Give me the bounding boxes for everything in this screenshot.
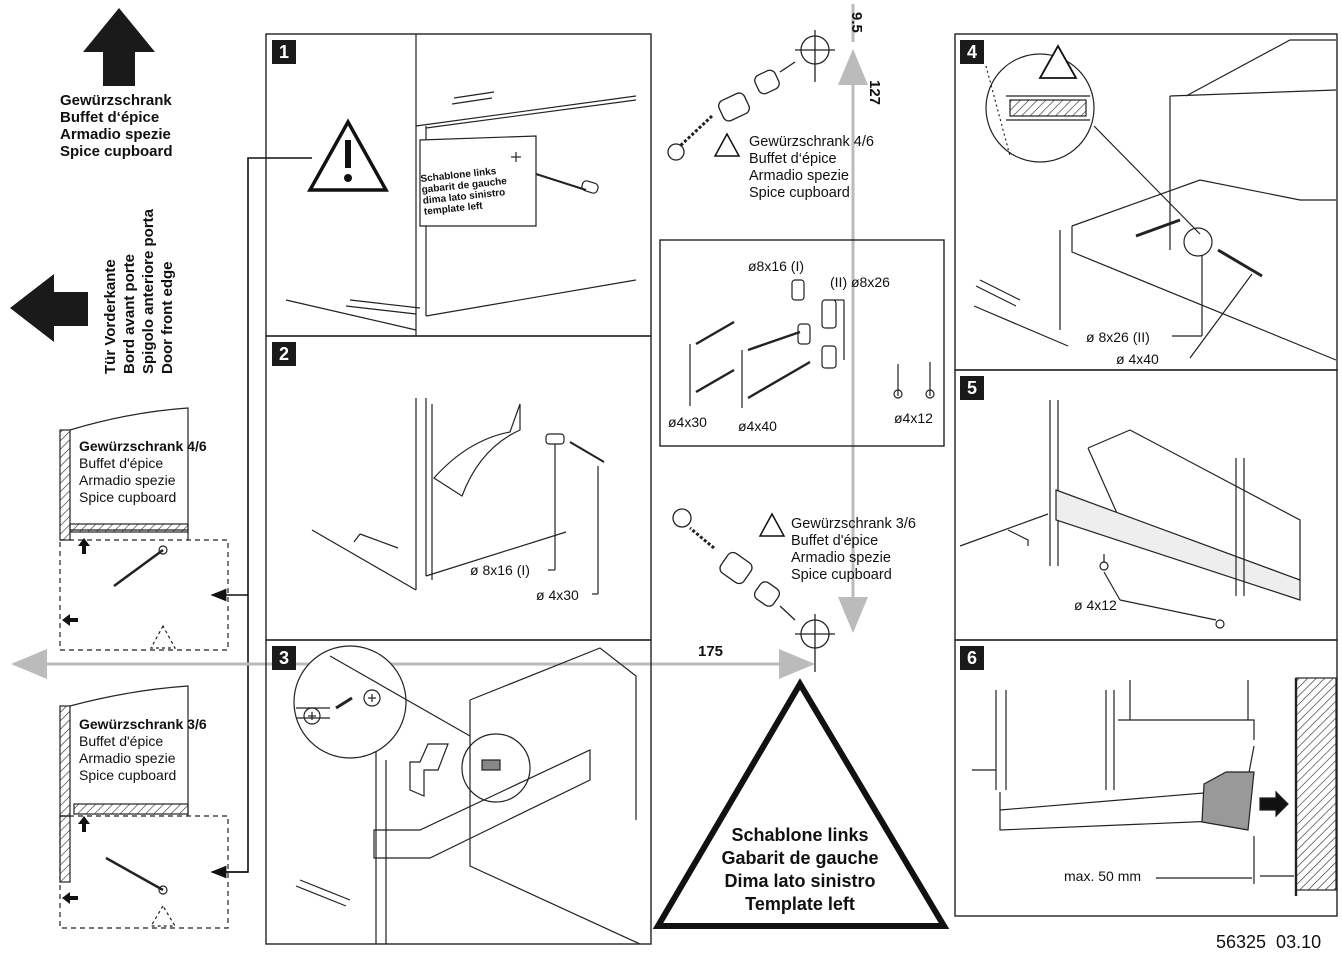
top-label-de: Gewürzschrank — [60, 92, 172, 109]
dim-175: 175 — [698, 643, 724, 660]
step2-drawing — [311, 398, 605, 595]
step6-drawing — [972, 677, 1337, 896]
step1-template-label: Schablone links gabarit de gauche dima l… — [420, 165, 510, 218]
ct-en: Spice cupboard — [749, 185, 850, 201]
step-badge-6: 6 — [960, 646, 984, 670]
step4-drawing — [973, 39, 1337, 361]
center-bottom-fixings — [672, 508, 835, 672]
left-box-3-6 — [59, 685, 229, 929]
part-screw-4x12: ø4x12 — [894, 410, 933, 426]
document-code: 56325 03.10 — [1216, 932, 1322, 952]
left-arrow-icon — [10, 274, 88, 342]
bt-it: Dima lato sinistro — [724, 871, 876, 891]
box46-it: Armadio spezie — [79, 472, 176, 488]
box46-title: Gewürzschrank 4/6 — [79, 438, 207, 454]
top-arrow-label: Gewürzschrank Buffet d‘épice Armadio spe… — [60, 92, 173, 160]
warning-small-icon-2 — [758, 512, 786, 537]
cb-en: Spice cupboard — [791, 567, 892, 583]
step-badge-3: 3 — [272, 646, 296, 670]
bt-en: Template left — [745, 894, 855, 914]
warning-small-icon-3 — [1038, 44, 1078, 79]
box36-title: Gewürzschrank 3/6 — [79, 716, 207, 732]
box36-en: Spice cupboard — [79, 767, 177, 783]
dim-9-5: 9.5 — [848, 12, 865, 33]
panel-5 — [954, 369, 1338, 641]
left-box-3-6-label: Gewürzschrank 3/6 Buffet d'épice Armadio… — [79, 716, 207, 784]
panel-6 — [954, 639, 1338, 917]
step2-screw-label: ø 4x30 — [536, 587, 579, 603]
warning-small-icon-1 — [713, 132, 741, 157]
step-badge-2: 2 — [272, 342, 296, 366]
parts-box — [659, 239, 945, 447]
step1-drawing — [285, 34, 637, 336]
step5-drawing — [959, 400, 1301, 629]
ct-it: Armadio spezie — [749, 168, 849, 184]
small-arrows — [62, 538, 90, 904]
door-edge-label-fr: Bord avant porte — [121, 253, 138, 374]
cb-it: Armadio spezie — [791, 550, 891, 566]
cb-fr: Buffet d'épice — [791, 533, 879, 549]
top-label-en: Spice cupboard — [60, 143, 173, 160]
part-screw-4x30: ø4x30 — [668, 414, 707, 430]
part-dowel-8x16: ø8x16 (I) — [748, 258, 805, 274]
ct-de: Gewürzschrank 4/6 — [749, 134, 874, 150]
cb-de: Gewürzschrank 3/6 — [791, 516, 916, 532]
left-box-4-6-label: Gewürzschrank 4/6 Buffet d'épice Armadio… — [79, 438, 207, 506]
box46-fr: Buffet d'épice — [79, 455, 164, 471]
step4-dowel-label: ø 8x26 (II) — [1086, 329, 1150, 345]
bt-fr: Gabarit de gauche — [721, 848, 879, 868]
center-bottom-label: Gewürzschrank 3/6 Buffet d'épice Armadio… — [791, 516, 916, 584]
step3-drawing — [293, 645, 641, 945]
door-edge-label-de: Tür Vorderkante — [102, 259, 119, 374]
step6-max-label: max. 50 mm — [1064, 868, 1142, 884]
center-top-label: Gewürzschrank 4/6 Buffet d‘épice Armadio… — [749, 134, 874, 202]
box36-it: Armadio spezie — [79, 750, 176, 766]
step4-screw-label: ø 4x40 — [1116, 351, 1159, 367]
part-dowel-8x26: (II) ø8x26 — [830, 274, 890, 290]
box46-en: Spice cupboard — [79, 489, 177, 505]
left-box-4-6 — [59, 407, 229, 651]
step-badge-5: 5 — [960, 376, 984, 400]
parts-drawing — [689, 279, 935, 408]
door-edge-label-en: Door front edge — [159, 261, 176, 375]
dim-127: 127 — [866, 80, 883, 106]
bt-de: Schablone links — [731, 825, 869, 845]
step2-dowel-label: ø 8x16 (I) — [470, 562, 530, 578]
up-arrow-icon — [83, 8, 155, 86]
template-warning-triangle — [652, 678, 950, 929]
part-screw-4x40: ø4x40 — [738, 418, 777, 434]
panel-3 — [265, 639, 652, 945]
ct-fr: Buffet d‘épice — [749, 151, 837, 167]
door-edge-label-it: Spigolo anteriore porta — [140, 208, 157, 374]
top-label-fr: Buffet d‘épice — [60, 109, 160, 126]
bracket-lines — [210, 157, 312, 879]
center-top-fixings — [667, 30, 835, 161]
step-badge-1: 1 — [272, 40, 296, 64]
top-label-it: Armadio spezie — [60, 126, 171, 143]
step-badge-4: 4 — [960, 40, 984, 64]
box36-fr: Buffet d'épice — [79, 733, 164, 749]
step5-screw-label: ø 4x12 — [1074, 597, 1117, 613]
big-triangle-label: Schablone links Gabarit de gauche Dima l… — [700, 824, 900, 916]
